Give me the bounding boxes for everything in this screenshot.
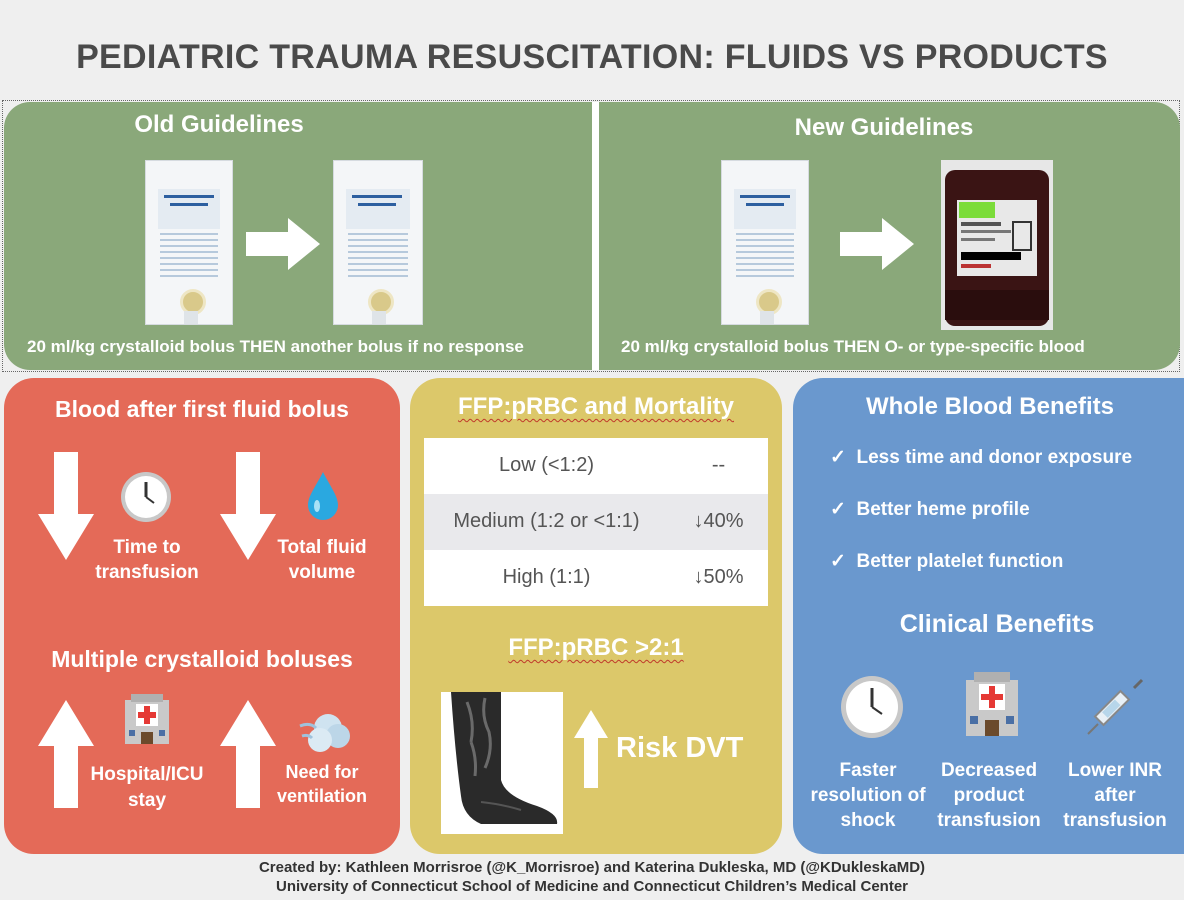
- wind-icon: [299, 714, 350, 752]
- benefit-item: ✓ Better heme profile: [830, 498, 1030, 521]
- table-row: High (1:1) ↓50%: [424, 550, 768, 606]
- clinical-benefit-label: Faster resolution of shock: [810, 760, 926, 831]
- red-heading-2: Multiple crystalloid boluses: [51, 646, 353, 672]
- droplet-icon: [308, 472, 338, 520]
- benefit-text: Better heme profile: [856, 499, 1030, 520]
- arrow-up-icon: [574, 710, 608, 788]
- footer-institution: University of Connecticut School of Medi…: [275, 878, 909, 895]
- whole-blood-heading: Whole Blood Benefits: [866, 393, 1114, 420]
- red-heading-1: Blood after first fluid bolus: [55, 396, 349, 422]
- benefit-text: Less time and donor exposure: [856, 447, 1133, 468]
- check-icon: ✓: [830, 447, 846, 468]
- change-cell: ↓50%: [693, 566, 744, 588]
- risk-dvt-label: Risk DVT: [616, 732, 744, 764]
- clock-icon: [841, 676, 903, 738]
- old-guidelines-title: Old Guidelines: [134, 111, 304, 138]
- check-icon: ✓: [830, 551, 846, 572]
- new-guidelines-caption: 20 ml/kg crystalloid bolus THEN O- or ty…: [621, 337, 1085, 356]
- iv-bag-icon: [333, 160, 423, 325]
- clinical-benefits-heading: Clinical Benefits: [899, 610, 1095, 638]
- mortality-table: Low (<1:2) -- Medium (1:2 or <1:1) ↓40% …: [424, 438, 768, 606]
- check-icon: ✓: [830, 499, 846, 520]
- iv-bag-icon: [145, 160, 233, 325]
- iv-bag-icon: [721, 160, 809, 325]
- old-guidelines-caption: 20 ml/kg crystalloid bolus THEN another …: [27, 337, 524, 356]
- ffp-dvt-heading-wrap: FFP:pRBC >2:1: [410, 634, 782, 662]
- arrow-right-icon: [246, 218, 320, 270]
- arrow-down-icon: [220, 452, 276, 560]
- table-row: Low (<1:2) --: [424, 438, 768, 494]
- time-to-transfusion-label: Time to transfusion: [95, 537, 199, 583]
- ffp-mortality-heading: FFP:pRBC and Mortality: [458, 393, 734, 420]
- hospital-icu-stay-label: Hospital/ICU stay: [90, 764, 204, 811]
- total-fluid-volume-label: Total fluid volume: [277, 537, 367, 583]
- ratio-cell: High (1:1): [502, 566, 591, 588]
- clinical-benefit-label: Lower INR after transfusion: [1063, 760, 1167, 831]
- hospital-icon: [125, 694, 169, 744]
- change-cell: --: [711, 454, 726, 476]
- clinical-benefit-label: Decreased product transfusion: [937, 760, 1041, 831]
- syringe-icon: [1087, 678, 1144, 735]
- hospital-icon: [966, 672, 1018, 736]
- clock-icon: [121, 472, 171, 522]
- page-title: PEDIATRIC TRAUMA RESUSCITATION: FLUIDS V…: [76, 38, 1108, 76]
- benefit-text: Better platelet function: [856, 551, 1064, 572]
- benefit-item: ✓ Less time and donor exposure: [830, 446, 1132, 469]
- ratio-cell: Medium (1:2 or <1:1): [453, 510, 640, 532]
- blood-bag-icon: [941, 160, 1053, 330]
- panel-divider: [592, 102, 599, 370]
- dvt-leg-icon: [441, 692, 563, 834]
- new-guidelines-title: New Guidelines: [794, 114, 974, 141]
- whole-blood-panel: [793, 378, 1184, 854]
- benefit-item: ✓ Better platelet function: [830, 550, 1063, 573]
- arrow-right-icon: [840, 218, 914, 270]
- need-for-ventilation-label: Need for ventilation: [276, 762, 367, 806]
- arrow-down-icon: [38, 452, 94, 560]
- table-row: Medium (1:2 or <1:1) ↓40%: [424, 494, 768, 550]
- ffp-dvt-heading: FFP:pRBC >2:1: [508, 634, 684, 661]
- ffp-mortality-heading-wrap: FFP:pRBC and Mortality: [410, 393, 782, 421]
- arrow-up-icon: [220, 700, 276, 808]
- footer-credits: Created by: Kathleen Morrisroe (@K_Morri…: [258, 859, 926, 876]
- change-cell: ↓40%: [693, 510, 744, 532]
- arrow-up-icon: [38, 700, 94, 808]
- ratio-cell: Low (<1:2): [498, 454, 595, 476]
